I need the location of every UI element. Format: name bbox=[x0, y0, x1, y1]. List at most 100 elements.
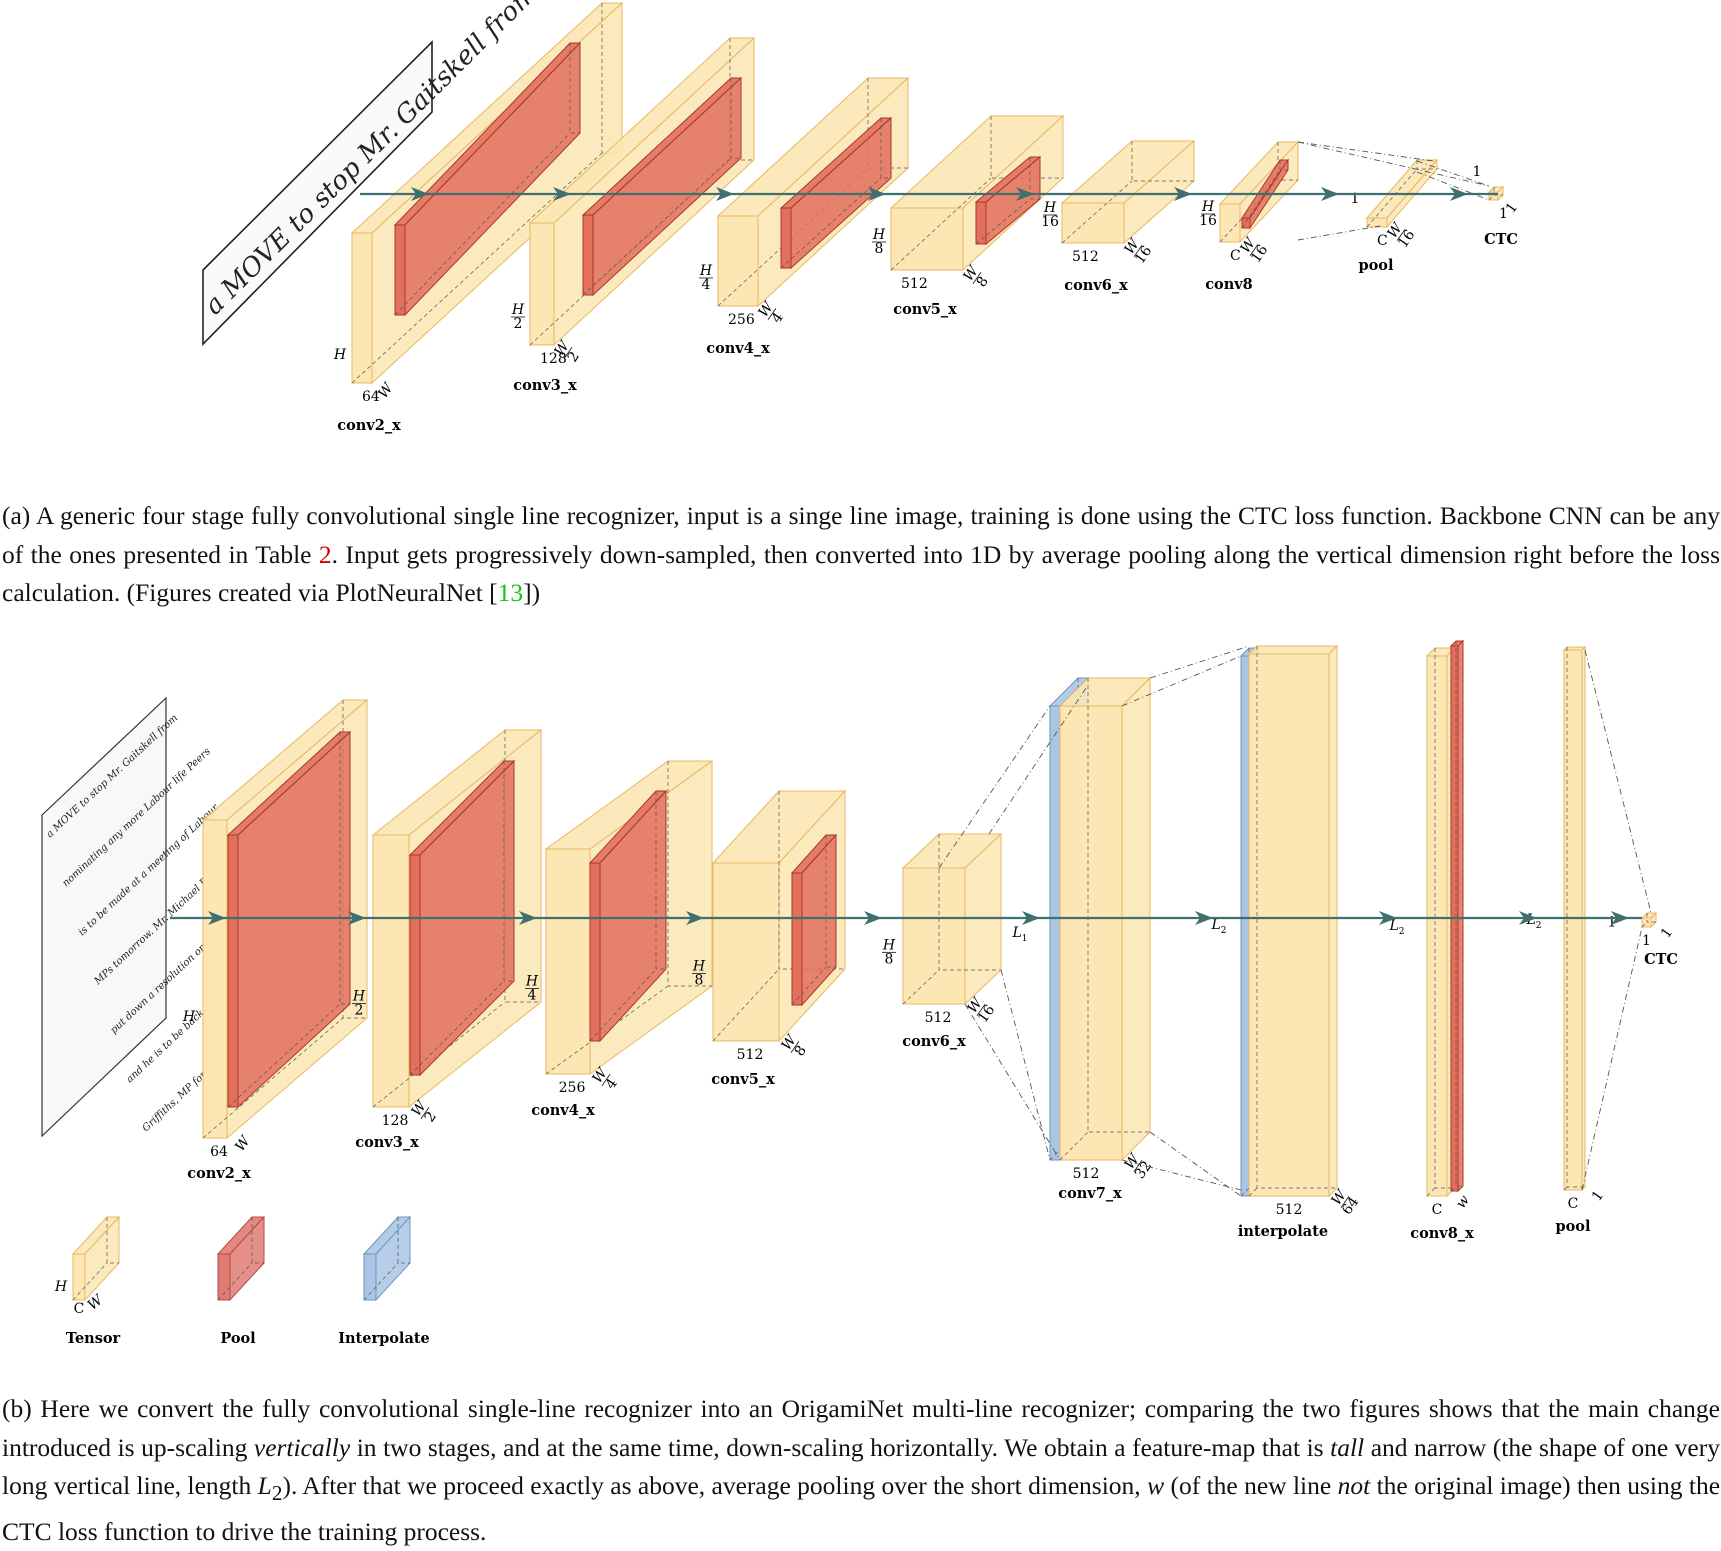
caption-b-math-L-subscript: 2 bbox=[271, 1481, 283, 1506]
svg-text:L1: L1 bbox=[1011, 925, 1027, 944]
citation-reference-link[interactable]: 13 bbox=[497, 578, 524, 607]
caption-b-text-2: in two stages, and at the same time, dow… bbox=[350, 1432, 1331, 1462]
svg-text:8: 8 bbox=[875, 241, 884, 257]
conv8_x-channels-label: C bbox=[1432, 1202, 1443, 1218]
ctc-channels-label: 1 bbox=[1499, 206, 1508, 222]
legend-label-pool: Pool bbox=[220, 1330, 256, 1347]
legend-swatch-tensor bbox=[71, 1215, 121, 1302]
conv3_x-width-label: W2 bbox=[409, 1097, 440, 1125]
caption-a: (a) A generic four stage fully convoluti… bbox=[2, 497, 1720, 613]
conv8_x-width-label: w bbox=[1453, 1192, 1473, 1211]
caption-b-text-1: (b) Here we convert the fully convolutio… bbox=[2, 1394, 1720, 1462]
table-reference-link[interactable]: 2 bbox=[318, 539, 332, 569]
diagram-a-single-line-recognizer: a MOVE to stop Mr. Gaitskell from64HWcon… bbox=[199, 0, 1521, 434]
conv5_x-pool-box bbox=[790, 833, 838, 1007]
caption-b-text-6: the original image) then using the CTC l… bbox=[2, 1471, 1721, 1546]
conv8_x-height-label: L2 bbox=[1388, 918, 1404, 937]
conv3_x-height-label: H2 bbox=[511, 302, 525, 332]
conv8-height-label: H16 bbox=[1199, 199, 1217, 229]
ctc-tensor-box bbox=[1487, 185, 1505, 202]
caption-b-emphasis-tall: tall bbox=[1330, 1432, 1365, 1462]
ctc-name-label: CTC bbox=[1484, 231, 1518, 248]
svg-text:2: 2 bbox=[355, 1003, 364, 1019]
svg-text:H: H bbox=[333, 347, 347, 363]
svg-text:1: 1 bbox=[1351, 191, 1360, 207]
conv2_x-name-label: conv2_x bbox=[187, 1165, 251, 1182]
legend-label-tensor: Tensor bbox=[66, 1330, 121, 1347]
conv5_x-width-label: W8 bbox=[961, 262, 992, 290]
legend-axis-height: H bbox=[54, 1279, 68, 1295]
svg-text:2: 2 bbox=[514, 316, 523, 332]
conv6_x-height-label: H8 bbox=[882, 937, 896, 967]
svg-text:1: 1 bbox=[1608, 915, 1617, 931]
conv7_x-channels-label: 512 bbox=[1073, 1166, 1100, 1182]
conv6_x-name-label: conv6_x bbox=[902, 1033, 966, 1050]
svg-text:H: H bbox=[692, 958, 706, 974]
conv5_x-height-label: H8 bbox=[872, 227, 886, 257]
pool-name-label: pool bbox=[1556, 1218, 1591, 1235]
pool-channels-label: C bbox=[1377, 233, 1388, 249]
pool-channels-label: C bbox=[1568, 1196, 1579, 1212]
svg-text:w: w bbox=[1453, 1192, 1473, 1211]
conv7_x-name-label: conv7_x bbox=[1058, 1185, 1122, 1202]
svg-text:H: H bbox=[872, 227, 886, 243]
caption-b-math-L: L bbox=[257, 1471, 272, 1500]
interpolate-name-label: interpolate bbox=[1238, 1223, 1328, 1240]
flow-arrow-a bbox=[360, 187, 1498, 201]
conv6_x-name-label: conv6_x bbox=[1064, 277, 1128, 294]
interpolate-height-label: L2 bbox=[1210, 917, 1226, 936]
svg-text:1: 1 bbox=[1589, 1188, 1607, 1204]
conv5_x-height-label: H8 bbox=[692, 958, 706, 988]
conv4_x-height-label: H4 bbox=[525, 974, 539, 1004]
caption-b: (b) Here we convert the fully convolutio… bbox=[2, 1390, 1720, 1551]
pool-name-label: pool bbox=[1359, 257, 1394, 274]
svg-text:8: 8 bbox=[695, 972, 704, 988]
conv3_x-pool-box bbox=[581, 76, 743, 297]
ctc-channels-label: 1 bbox=[1642, 933, 1651, 949]
ctc-height-label: 1 bbox=[1473, 164, 1482, 180]
conv3_x-name-label: conv3_x bbox=[513, 377, 577, 394]
conv2_x-pool-box bbox=[226, 730, 352, 1109]
caption-b-text-3: and narrow (the shape of one very long v… bbox=[2, 1432, 1720, 1501]
caption-b-math-w: w bbox=[1147, 1471, 1165, 1500]
flow-arrow-b bbox=[170, 911, 1642, 925]
conv4_x-name-label: conv4_x bbox=[706, 340, 770, 357]
ctc-tensor-box bbox=[1640, 911, 1658, 929]
pool-width-label: 1 bbox=[1589, 1188, 1607, 1204]
ctc-width-label: 1 bbox=[1658, 925, 1676, 941]
conv6_x-tensor-box bbox=[1060, 139, 1196, 245]
conv4_x-width-label: W4 bbox=[756, 298, 787, 326]
ctc-name-label: CTC bbox=[1644, 951, 1678, 968]
conv5_x-width-label: W8 bbox=[779, 1031, 810, 1059]
conv4_x-channels-label: 256 bbox=[559, 1080, 586, 1096]
conv6_x-height-label: H16 bbox=[1041, 200, 1059, 230]
conv7_x-height-label: L1 bbox=[1011, 925, 1027, 944]
conv5_x-channels-label: 512 bbox=[737, 1047, 764, 1063]
ctc-height-label: 1 bbox=[1608, 915, 1617, 931]
legend-label-interpolate: Interpolate bbox=[338, 1330, 430, 1347]
pool-height-label: 1 bbox=[1351, 191, 1360, 207]
conv5_x-pool-box bbox=[974, 155, 1042, 246]
svg-text:8: 8 bbox=[792, 1043, 810, 1059]
caption-a-text-1: (a) A generic four stage fully convoluti… bbox=[2, 501, 1720, 569]
svg-text:H: H bbox=[882, 937, 896, 953]
svg-text:H: H bbox=[182, 1009, 196, 1025]
conv4_x-height-label: H4 bbox=[699, 263, 713, 293]
caption-a-text-3: ]) bbox=[523, 578, 541, 607]
conv4_x-pool-box bbox=[588, 789, 668, 1043]
caption-b-text-4: ). After that we proceed exactly as abov… bbox=[282, 1471, 1148, 1500]
conv2_x-channels-label: 64 bbox=[362, 389, 380, 405]
svg-text:8: 8 bbox=[885, 951, 894, 967]
